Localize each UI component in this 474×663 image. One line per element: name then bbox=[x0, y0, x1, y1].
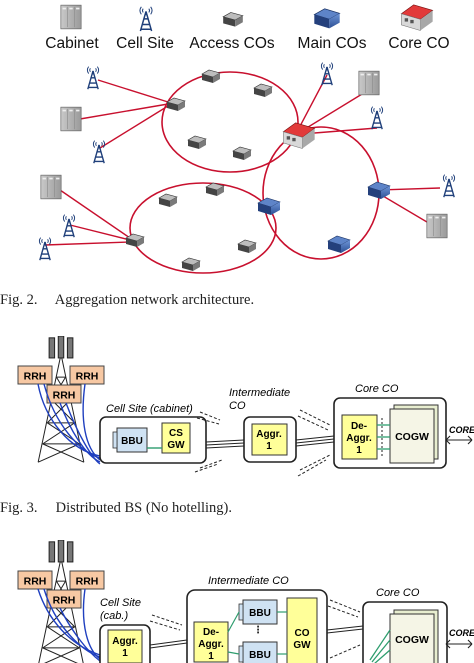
other-links bbox=[194, 411, 223, 473]
other-links bbox=[149, 614, 183, 631]
cell-site-icon bbox=[86, 65, 100, 90]
cell-site-cab-title-line-1: Cell Site bbox=[100, 597, 141, 609]
access-co-icon bbox=[181, 257, 201, 272]
rrh-box bbox=[17, 365, 53, 385]
core-fibers bbox=[377, 424, 390, 450]
backhaul-link bbox=[149, 639, 188, 649]
deaggr-label-line-1: De- bbox=[203, 627, 219, 638]
bbu-label: BBU bbox=[249, 650, 271, 661]
aggr-box bbox=[107, 629, 143, 663]
aggr-label-line-1: Aggr. bbox=[256, 429, 282, 440]
aggr-box bbox=[251, 423, 288, 456]
cs-gw-label-line-1: CS bbox=[169, 428, 183, 439]
backhaul-link bbox=[326, 625, 364, 634]
intermediate-co-title-line-2: CO bbox=[229, 400, 246, 412]
cabinet-icon bbox=[426, 213, 448, 239]
main-co-legend-icon bbox=[313, 8, 341, 29]
rrh-label: RRH bbox=[24, 371, 47, 383]
backhaul-link bbox=[295, 435, 335, 447]
core-arrow-icon bbox=[445, 435, 473, 445]
access-co-legend-icon bbox=[222, 11, 244, 28]
cabinet-legend-icon bbox=[60, 4, 82, 30]
bbu-label: BBU bbox=[121, 436, 143, 447]
bbu-ellipsis: ⋮ bbox=[253, 625, 263, 636]
cell-site-icon bbox=[38, 236, 52, 261]
access-co-icon bbox=[187, 135, 207, 150]
deaggr-box bbox=[341, 414, 378, 460]
figure-3: RRH RRH RRH Cell Site (cabinet) BBU CS G… bbox=[17, 336, 474, 477]
cs-gw-box bbox=[161, 422, 191, 454]
figure-3-caption: Fig. 3. Distributed BS (No hotelling). bbox=[0, 500, 232, 516]
aggr-label-line-1: Aggr. bbox=[112, 636, 138, 647]
aggr-label-line-2: 1 bbox=[266, 441, 272, 452]
spur-links bbox=[44, 74, 441, 246]
deaggr-label-line-2: Aggr. bbox=[198, 639, 224, 650]
legend-cell-site-label: Cell Site bbox=[116, 35, 174, 52]
intermediate-co-title: Intermediate CO bbox=[208, 575, 289, 587]
internal-fibers bbox=[227, 611, 287, 655]
cell-site-icon bbox=[370, 105, 384, 130]
rrh-label: RRH bbox=[76, 371, 99, 383]
deaggr-label-line-2: Aggr. bbox=[346, 433, 372, 444]
cell-site-cab-title-line-2: (cab.) bbox=[100, 610, 128, 622]
deaggr-box bbox=[193, 621, 229, 663]
cogw-label: COGW bbox=[395, 634, 429, 646]
co-gw-label-line-1: CO bbox=[295, 628, 310, 639]
legend-core-co-label: Core CO bbox=[388, 35, 449, 52]
backhaul-link bbox=[205, 439, 245, 449]
fronthaul-fibers bbox=[37, 383, 101, 465]
intermediate-co-title-line-1: Intermediate bbox=[229, 387, 290, 399]
access-co-icon bbox=[201, 69, 221, 84]
cell-site-cabinet-title: Cell Site (cabinet) bbox=[106, 403, 193, 415]
bbu-label: BBU bbox=[249, 608, 271, 619]
figure-4: RRH RRH RRH Cell Site (cab.) Aggr. 1 Int… bbox=[17, 540, 474, 663]
figure-2: Cabinet Cell Site Access COs Main COs Co… bbox=[38, 4, 456, 274]
rrh-box bbox=[17, 570, 53, 590]
rrh-label: RRH bbox=[53, 595, 76, 607]
cs-gw-label-line-2: GW bbox=[167, 440, 185, 451]
aggr-label-line-2: 1 bbox=[122, 648, 128, 659]
main-co-icon bbox=[327, 235, 351, 254]
cell-site-icon bbox=[320, 61, 334, 86]
access-co-icon bbox=[125, 233, 145, 248]
cell-site-icon bbox=[92, 139, 106, 164]
fronthaul-fibers bbox=[37, 588, 101, 662]
other-links bbox=[327, 599, 361, 659]
core-network-label: CORE bbox=[449, 425, 474, 435]
core-network-label: CORE bbox=[449, 628, 474, 638]
core-co-title: Core CO bbox=[376, 587, 420, 599]
cabinet-icon bbox=[40, 174, 62, 200]
cabinet-icon bbox=[358, 70, 380, 96]
core-fibers bbox=[369, 629, 391, 663]
rrh-box bbox=[69, 570, 105, 590]
co-gw-box bbox=[286, 597, 318, 663]
access-co-icon bbox=[158, 193, 178, 208]
deaggr-label-line-3: 1 bbox=[208, 651, 214, 662]
cell-site-legend-icon bbox=[139, 6, 153, 32]
legend-access-cos-label: Access COs bbox=[189, 35, 275, 52]
rrh-box bbox=[69, 365, 105, 385]
core-co-title: Core CO bbox=[355, 383, 399, 395]
main-co-icon bbox=[367, 181, 391, 200]
cogw-label: COGW bbox=[395, 431, 429, 443]
rrh-label: RRH bbox=[76, 576, 99, 588]
figure-2-caption: Fig. 2. Aggregation network architecture… bbox=[0, 292, 254, 308]
co-gw-label-line-2: GW bbox=[293, 640, 311, 651]
legend-main-cos-label: Main COs bbox=[298, 35, 367, 52]
access-co-icon bbox=[232, 146, 252, 161]
access-co-icon bbox=[237, 239, 257, 254]
rrh-label: RRH bbox=[53, 390, 76, 402]
bbu-box bbox=[116, 427, 148, 453]
other-links bbox=[297, 409, 331, 477]
legend-cabinet-label: Cabinet bbox=[45, 35, 99, 52]
access-co-icon bbox=[253, 83, 273, 98]
core-co-legend-icon bbox=[400, 4, 434, 32]
cabinet-icon bbox=[60, 106, 82, 132]
deaggr-label-line-3: 1 bbox=[356, 445, 362, 456]
rrh-label: RRH bbox=[24, 576, 47, 588]
deaggr-label-line-1: De- bbox=[351, 421, 367, 432]
cell-site-icon bbox=[442, 173, 456, 198]
core-arrow-icon bbox=[445, 639, 473, 649]
